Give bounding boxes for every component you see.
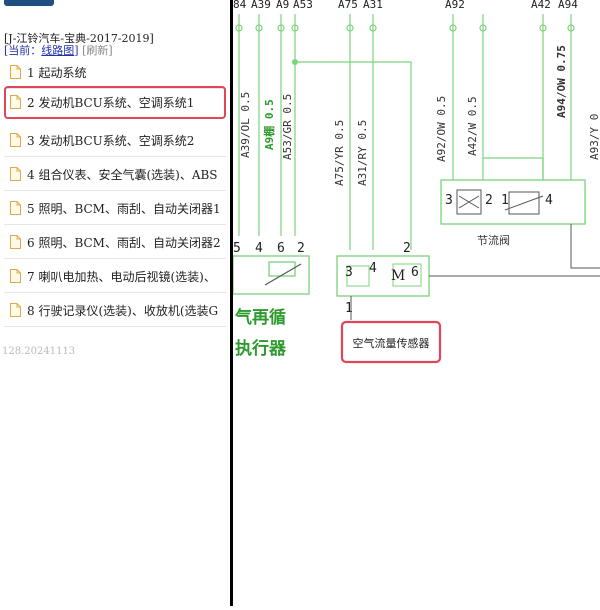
pin-label: 3 [445, 193, 453, 208]
component-label: 执行器 [235, 338, 287, 359]
egr-actuator: 5 4 6 2 气再循 执行器 [232, 241, 310, 359]
current-label: [当前： [4, 44, 42, 57]
current-link[interactable]: 线路图 [41, 44, 75, 57]
document-icon [10, 269, 21, 283]
pin-label: 4 [545, 193, 553, 208]
wire-label: A93/Y 0 [588, 114, 600, 160]
diagram-top-label: A9 [276, 0, 289, 11]
diagram-top-label: A75 [338, 0, 358, 11]
pin-label: 2 [403, 241, 411, 256]
diagram-top-label: A94 [558, 0, 578, 11]
diagram-top-label: A53 [293, 0, 313, 11]
pin-label: 2 [485, 193, 493, 208]
wire-label: A92/OW 0.5 [435, 96, 448, 162]
version-text: 128.20241113 [2, 346, 76, 357]
diagram-canvas: 84 A39 A9 A53 A75 A31 A92 A42 A94 [232, 0, 600, 364]
list-item[interactable]: 4 组合仪表、安全气囊(选装)、ABS [4, 158, 226, 191]
list-item[interactable]: 1 起动系统 [4, 56, 226, 89]
wire-label: A94/OW 0.75 [555, 45, 568, 118]
splitter-handle[interactable] [230, 0, 233, 606]
current-close: ] [74, 44, 79, 57]
diagram-top-label: A92 [445, 0, 465, 11]
document-icon [10, 201, 21, 215]
list-item[interactable]: 6 照明、BCM、雨刮、自动关闭器2 [4, 226, 226, 259]
pin-label: 4 [369, 261, 377, 276]
diagram-top-label: A42 [531, 0, 551, 11]
list-item-label: 7 喇叭电加热、电动后视镜(选装)、 [27, 269, 216, 284]
wiring-diagram[interactable]: 84 A39 A9 A53 A75 A31 A92 A42 A94 [232, 0, 600, 606]
diagram-top-label: 84 [233, 0, 247, 11]
breadcrumb: [J-江铃汽车-宝典-2017-2019] [4, 32, 154, 45]
diagram-top-label: A31 [363, 0, 383, 11]
list-item-selected[interactable]: 2 发动机BCU系统、空调系统1 [4, 86, 226, 119]
wire-label: A42/W 0.5 [466, 96, 479, 156]
list-item[interactable]: 7 喇叭电加热、电动后视镜(选装)、 [4, 260, 226, 293]
list-item-label: 2 发动机BCU系统、空调系统1 [27, 95, 195, 110]
pin-label: 1 [501, 193, 509, 208]
wire-label: A75/YR 0.5 [333, 120, 346, 186]
pin-label: 4 [255, 241, 263, 256]
document-icon [10, 133, 21, 147]
component-label: 气再循 [234, 307, 286, 328]
list-item-label: 8 行驶记录仪(选装)、收放机(选装G [27, 303, 219, 318]
current-location: [当前：线路图] [刷新] [4, 42, 113, 58]
document-icon [10, 167, 21, 181]
refresh-link[interactable]: [刷新] [82, 44, 113, 57]
pin-label: 5 [233, 241, 241, 256]
pin-label: 6 [411, 265, 419, 280]
throttle-valve: 3 2 1 4 节流阀 [440, 179, 600, 269]
list-item[interactable]: 8 行驶记录仪(选装)、收放机(选装G [4, 294, 226, 327]
list-item[interactable]: 5 照明、BCM、雨刮、自动关闭器1 [4, 192, 226, 225]
list-item-label: 4 组合仪表、安全气囊(选装)、ABS [27, 167, 218, 182]
airflow-sensor: 空气流量传感器 [340, 320, 442, 364]
document-icon [10, 95, 21, 109]
list-item-label: 5 照明、BCM、雨刮、自动关闭器1 [27, 201, 221, 216]
pin-label: 1 [345, 301, 353, 316]
document-icon [10, 235, 21, 249]
wire-label: A9棚 0.5 [262, 99, 276, 150]
list-item-label: 3 发动机BCU系统、空调系统2 [27, 133, 195, 148]
component-label: 节流阀 [477, 233, 510, 247]
motor-symbol: M [391, 268, 405, 284]
list-item-label: 6 照明、BCM、雨刮、自动关闭器2 [27, 235, 221, 250]
document-icon [10, 65, 21, 79]
list-item-label: 1 起动系统 [27, 65, 87, 80]
pin-label: 6 [277, 241, 285, 256]
wire-label: A39/OL 0.5 [239, 92, 252, 158]
diagram-top-label: A39 [251, 0, 271, 11]
document-icon [10, 303, 21, 317]
pin-label: 2 [297, 241, 305, 256]
component-label: 空气流量传感器 [353, 336, 430, 350]
sidebar: [J-江铃汽车-宝典-2017-2019] [当前：线路图] [刷新] 1 起动… [0, 0, 230, 606]
pin-label: 3 [345, 265, 353, 280]
sidebar-tab[interactable] [4, 0, 54, 6]
wire-label: A53/GR 0.5 [281, 94, 294, 160]
wire-label: A31/RY 0.5 [356, 120, 369, 186]
list-item[interactable]: 3 发动机BCU系统、空调系统2 [4, 124, 226, 157]
airflow-sensor-connector: 3 4 2 6 1 M [336, 241, 600, 320]
